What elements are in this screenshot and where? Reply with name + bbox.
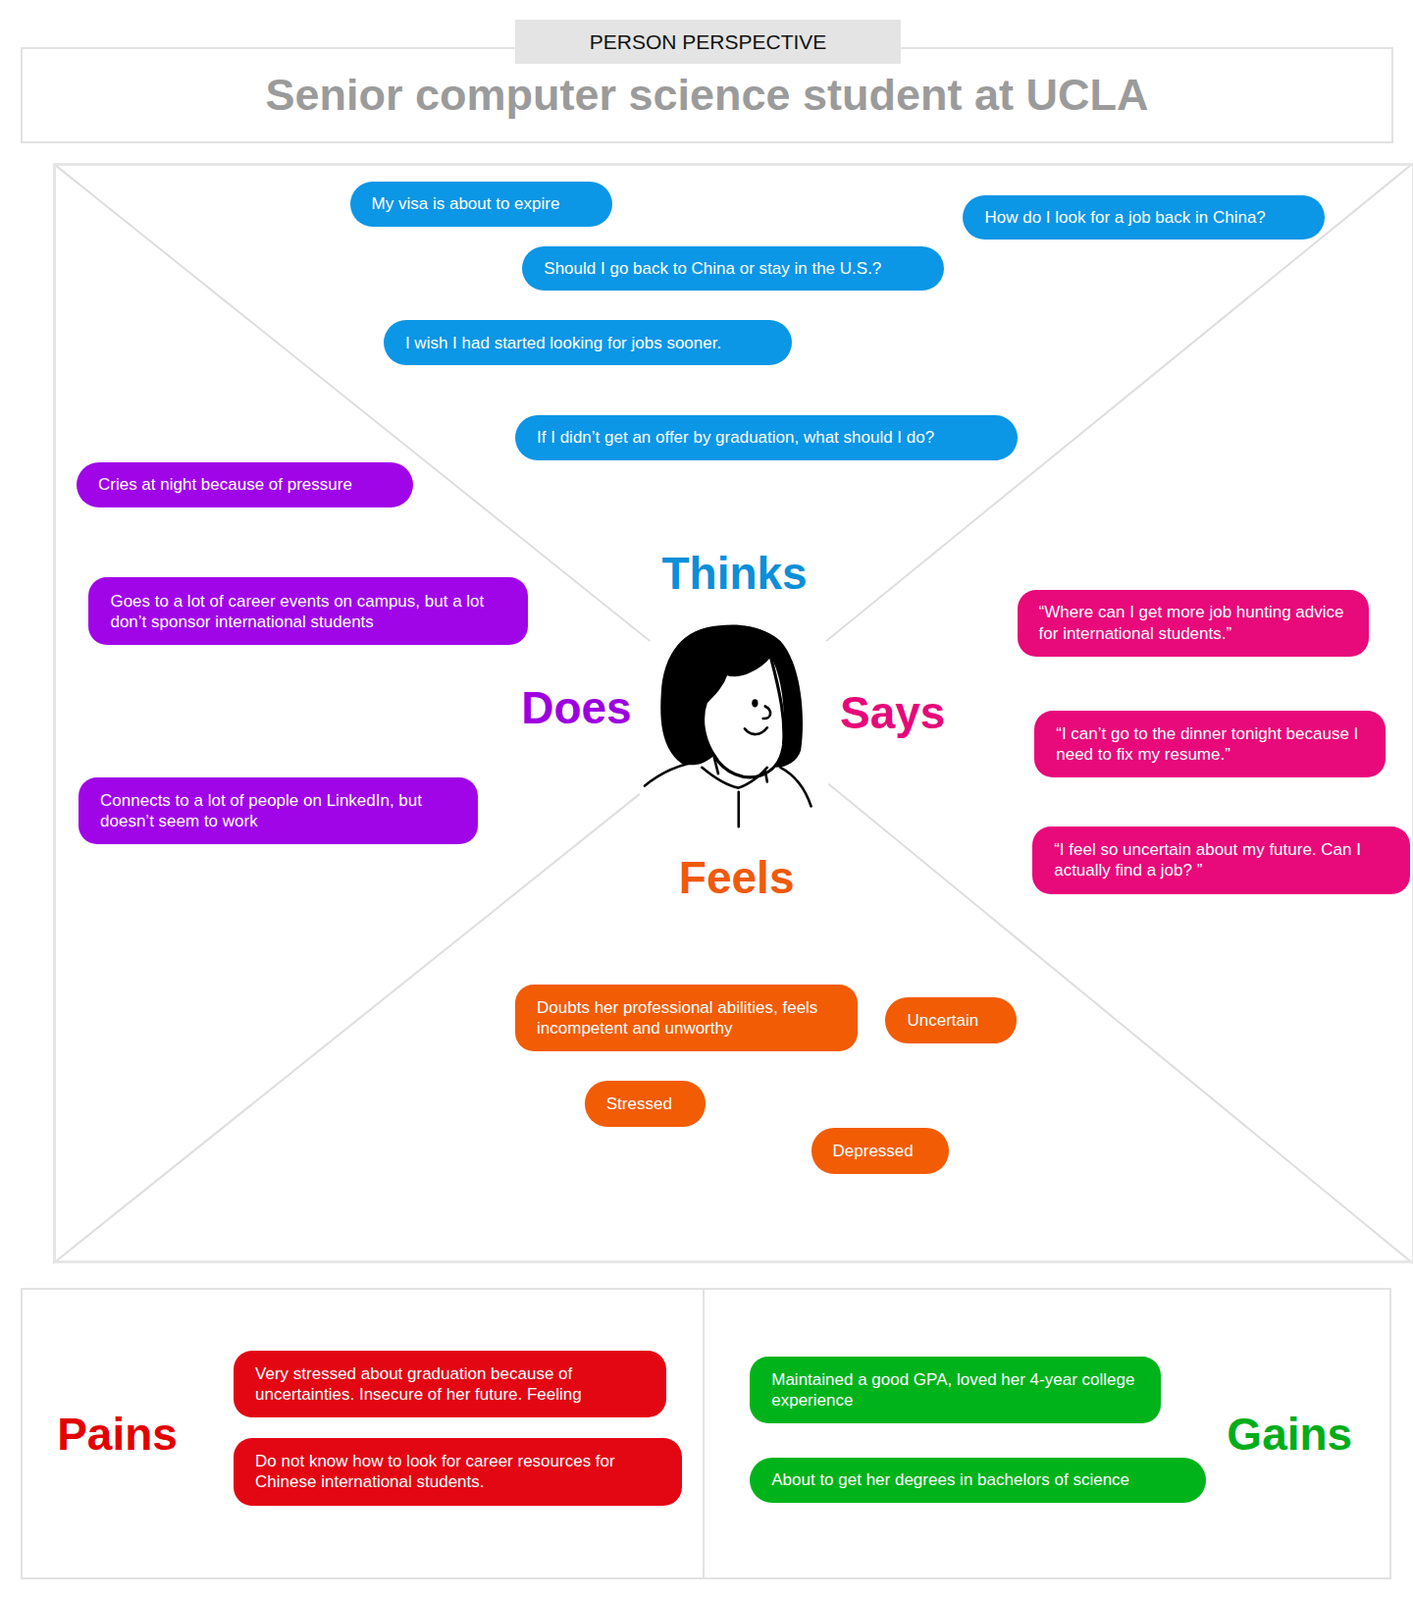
- quote-pill: “I can’t go to the dinner tonight becaus…: [1034, 710, 1386, 779]
- quadrant-heading: Feels: [679, 850, 795, 904]
- panel-heading: Pains: [56, 1407, 178, 1461]
- feeling-pill: Doubts her professional abilities, feels…: [515, 984, 858, 1051]
- panel-heading: Gains: [1226, 1407, 1353, 1461]
- action-pill: Connects to a lot of people on LinkedIn,…: [78, 777, 478, 844]
- header-tab: PERSON PERSPECTIVE: [515, 19, 901, 65]
- pill-text: Depressed: [833, 1140, 914, 1161]
- action-pill: Cries at night because of pressure: [76, 462, 414, 508]
- pill-text: Connects to a lot of people on LinkedIn,…: [100, 789, 457, 833]
- pill-text: “I can’t go to the dinner tonight becaus…: [1055, 723, 1364, 766]
- quadrant-heading: Says: [839, 685, 945, 739]
- gain-pill: Maintained a good GPA, loved her 4-year …: [749, 1356, 1160, 1424]
- pill-text: I wish I had started looking for jobs so…: [405, 332, 722, 354]
- pill-text: Stressed: [606, 1093, 673, 1114]
- pill-text: Cries at night because of pressure: [98, 473, 353, 495]
- smile: [744, 727, 768, 734]
- pain-pill: Very stressed about graduation because o…: [233, 1350, 667, 1418]
- pill-text: Doubts her professional abilities, feels…: [536, 996, 837, 1040]
- feeling-pill: Stressed: [584, 1080, 707, 1127]
- thought-pill: I wish I had started looking for jobs so…: [383, 319, 792, 366]
- nose: [763, 705, 771, 719]
- hair: [660, 624, 803, 767]
- pill-text: If I didn’t get an offer by graduation, …: [536, 426, 935, 448]
- gain-pill: About to get her degrees in bachelors of…: [749, 1457, 1206, 1504]
- thought-pill: If I didn’t get an offer by graduation, …: [515, 415, 1018, 461]
- thought-pill: My visa is about to expire: [350, 181, 613, 227]
- eye: [751, 698, 758, 707]
- pains-panel: Pains Very stressed about graduation beca…: [20, 1287, 706, 1579]
- pill-text: My visa is about to expire: [371, 193, 561, 214]
- diagonal-line: [52, 162, 650, 641]
- pill-text: How do I look for a job back in China?: [984, 207, 1265, 228]
- diagonal-line: [826, 162, 1413, 641]
- quadrant-diagonals: [52, 162, 1413, 1263]
- pill-text: Do not know how to look for career resou…: [255, 1450, 661, 1493]
- quadrant-heading: Does: [521, 680, 631, 734]
- quote-pill: “I feel so uncertain about my future. Ca…: [1032, 826, 1411, 894]
- title-text: Senior computer science student at UCLA: [264, 69, 1149, 121]
- quadrant-heading: Thinks: [661, 546, 807, 600]
- pill-text: Maintained a good GPA, loved her 4-year …: [771, 1368, 1139, 1412]
- feeling-pill: Uncertain: [885, 996, 1016, 1044]
- pill-text: “Where can I get more job hunting advice…: [1039, 601, 1348, 644]
- pill-text: Goes to a lot of career events on campus…: [109, 590, 507, 633]
- pill-text: “I feel so uncertain about my future. Ca…: [1053, 838, 1389, 882]
- tab-label: PERSON PERSPECTIVE: [589, 30, 828, 54]
- pill-text: Should I go back to China or stay in the…: [543, 258, 882, 279]
- body-lines: [644, 756, 811, 827]
- feeling-pill: Depressed: [811, 1127, 949, 1174]
- pill-text: Uncertain: [906, 1009, 979, 1031]
- thought-pill: How do I look for a job back in China?: [962, 195, 1324, 241]
- thought-pill: Should I go back to China or stay in the…: [522, 246, 943, 292]
- pill-text: Very stressed about graduation because o…: [255, 1362, 645, 1406]
- gains-panel: Gains Maintained a good GPA, loved her 4-…: [704, 1287, 1392, 1579]
- diagonal-line: [828, 783, 1413, 1263]
- person-illustration: [644, 624, 811, 827]
- pill-text: About to get her degrees in bachelors of…: [771, 1468, 1130, 1490]
- quote-pill: “Where can I get more job hunting advice…: [1017, 589, 1369, 657]
- pain-pill: Do not know how to look for career resou…: [233, 1437, 682, 1506]
- empathy-map-box: ThinksDoes SaysFeels My visa is about to e…: [52, 162, 1413, 1263]
- action-pill: Goes to a lot of career events on campus…: [88, 576, 528, 645]
